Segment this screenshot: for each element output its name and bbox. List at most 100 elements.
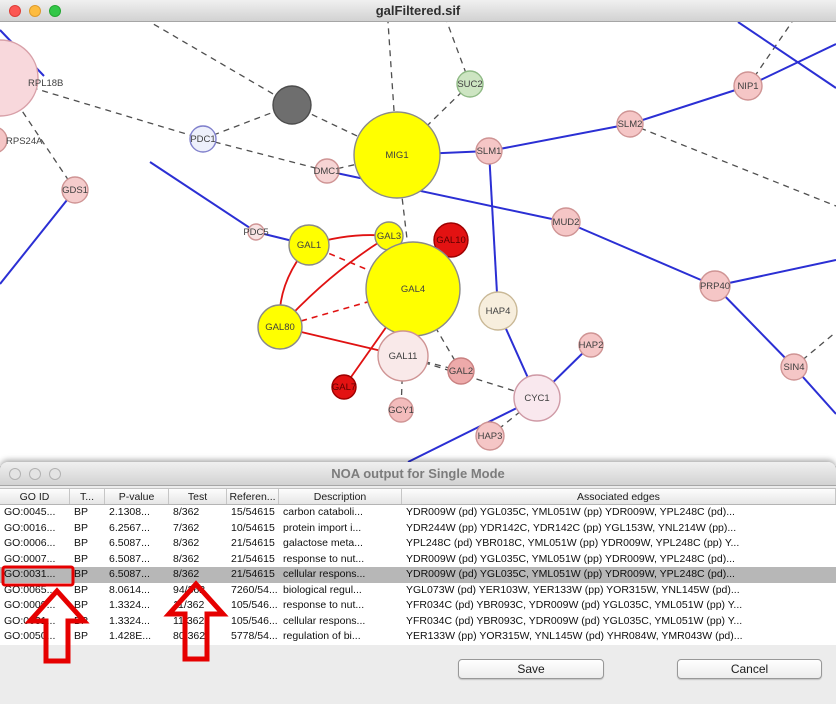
graph-node-DMC1[interactable] bbox=[314, 158, 340, 184]
zoom-button[interactable] bbox=[49, 5, 61, 17]
graph-node-SIN4[interactable] bbox=[780, 353, 808, 381]
graph-node-SLM1[interactable] bbox=[475, 137, 503, 165]
graph-node-RPS24A[interactable] bbox=[0, 127, 8, 153]
graph-node-GAL11[interactable] bbox=[377, 330, 429, 382]
table-cell: cellular respons... bbox=[283, 568, 366, 580]
table-cell: 15/54615 bbox=[231, 506, 275, 518]
graph-node-PDC5[interactable] bbox=[247, 223, 265, 241]
graph-edge bbox=[202, 138, 328, 172]
table-cell: BP bbox=[74, 537, 89, 549]
graph-node-SUC2[interactable] bbox=[456, 70, 484, 98]
column-header[interactable]: T... bbox=[70, 489, 105, 504]
minimize-button[interactable] bbox=[29, 5, 41, 17]
graph-node-HAP4[interactable] bbox=[478, 291, 518, 331]
graph-node-GAL80[interactable] bbox=[257, 304, 303, 350]
graph-node-GAL7[interactable] bbox=[331, 374, 357, 400]
table-cell: 1.3324... bbox=[109, 614, 150, 627]
graph-node-label: GAL3 bbox=[377, 231, 401, 242]
graph-node-PRP40[interactable] bbox=[699, 270, 731, 302]
table-cell: BP bbox=[74, 521, 89, 534]
table-cell: cellular respons... bbox=[283, 614, 366, 627]
graph-edge bbox=[149, 161, 257, 233]
graph-edge bbox=[793, 331, 836, 368]
graph-node-GAL1[interactable] bbox=[288, 224, 330, 266]
graph-node-GAL2[interactable] bbox=[447, 357, 475, 385]
save-button[interactable]: Save bbox=[458, 659, 604, 679]
graph-edge bbox=[629, 123, 836, 207]
graph-node-MIG1[interactable] bbox=[353, 111, 441, 199]
table-cell: 6.5087... bbox=[109, 552, 150, 565]
table-cell: BP bbox=[74, 568, 89, 580]
graph-edge bbox=[737, 21, 836, 89]
table-cell: 11/362 bbox=[173, 614, 205, 627]
column-header[interactable]: Test bbox=[169, 489, 227, 504]
table-cell: 21/54615 bbox=[231, 568, 275, 580]
graph-node-GAL10[interactable] bbox=[433, 222, 469, 258]
graph-node-NIP1[interactable] bbox=[733, 71, 763, 101]
table-cell: galactose meta... bbox=[283, 537, 363, 549]
graph-node-label: PDC5 bbox=[243, 227, 268, 238]
graph-node-label: PDC1 bbox=[190, 134, 215, 145]
graph-edge bbox=[714, 285, 795, 368]
graph-node-label: DMC1 bbox=[314, 166, 341, 177]
table-cell: YDR244W (pp) YDR142C, YDR142C (pp) YGL15… bbox=[406, 521, 737, 534]
graph-node-SLM2[interactable] bbox=[616, 110, 644, 138]
table-cell: YFR034C (pd) YBR093C, YDR009W (pd) YGL03… bbox=[406, 614, 743, 627]
column-header[interactable]: Description bbox=[279, 489, 402, 504]
graph-edge bbox=[0, 189, 76, 285]
close-button[interactable] bbox=[9, 468, 21, 480]
graph-node-CYC1[interactable] bbox=[513, 374, 561, 422]
table-cell: 10/54615 bbox=[231, 521, 275, 534]
traffic-lights bbox=[9, 5, 61, 17]
close-button[interactable] bbox=[9, 5, 21, 17]
zoom-button[interactable] bbox=[49, 468, 61, 480]
table-cell: YFR034C (pd) YBR093C, YDR009W (pd) YGL03… bbox=[406, 599, 743, 611]
column-header[interactable]: P-value bbox=[105, 489, 169, 504]
table-cell: 11/362 bbox=[173, 599, 205, 611]
column-header[interactable]: Associated edges bbox=[402, 489, 836, 504]
table-cell: GO:0006... bbox=[4, 537, 56, 549]
table-cell: BP bbox=[74, 614, 89, 627]
graph-node-label: PRP40 bbox=[700, 281, 730, 292]
column-header[interactable]: Referen... bbox=[227, 489, 279, 504]
graph-node-RPL18B[interactable] bbox=[0, 39, 39, 117]
noa-window-titlebar[interactable]: NOA output for Single Mode bbox=[0, 462, 836, 486]
table-cell: BP bbox=[74, 583, 89, 596]
graph-node-GCY1[interactable] bbox=[388, 397, 414, 423]
graph-node-HAP2[interactable] bbox=[578, 332, 604, 358]
table-cell: GO:0031... bbox=[4, 568, 56, 580]
table-cell: BP bbox=[74, 599, 89, 611]
table-cell: GO:0007... bbox=[4, 552, 56, 565]
graph-node-GDS1[interactable] bbox=[61, 176, 89, 204]
traffic-lights-inactive bbox=[9, 468, 61, 480]
table-cell: YDR009W (pd) YGL035C, YML051W (pp) YDR00… bbox=[406, 552, 735, 565]
graph-node-darknode[interactable] bbox=[272, 85, 312, 125]
graph-node-label: MIG1 bbox=[385, 150, 408, 161]
column-header[interactable]: GO ID bbox=[0, 489, 70, 504]
table-cell: 8/362 bbox=[173, 506, 200, 518]
network-window-titlebar[interactable]: galFiltered.sif bbox=[0, 0, 836, 22]
cancel-button[interactable]: Cancel bbox=[677, 659, 822, 679]
graph-node-HAP3[interactable] bbox=[475, 421, 505, 451]
graph-node-MUD2[interactable] bbox=[551, 207, 581, 237]
minimize-button[interactable] bbox=[29, 468, 41, 480]
table-cell: GO:0065... bbox=[4, 583, 56, 596]
graph-node-label: GAL7 bbox=[332, 382, 356, 393]
graph-node-PDC1[interactable] bbox=[189, 125, 217, 153]
table-cell: 105/546... bbox=[231, 614, 278, 627]
table-cell: protein import i... bbox=[283, 521, 362, 534]
graph-node-label: GAL10 bbox=[436, 235, 466, 246]
